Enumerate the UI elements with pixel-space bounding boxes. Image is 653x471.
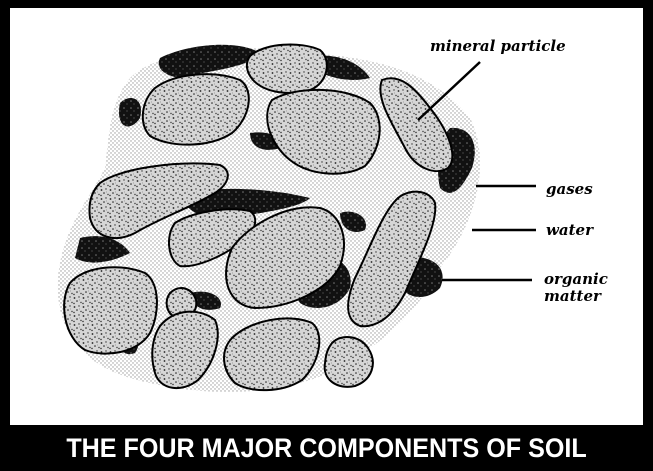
- diagram-title: THE FOUR MAJOR COMPONENTS OF SOIL: [23, 425, 630, 471]
- mineral-particle: [247, 44, 327, 92]
- soil-diagram: [10, 8, 643, 425]
- label-organic-matter: organic matter: [544, 271, 634, 305]
- diagram-panel: mineral particle gases water organic mat…: [10, 8, 643, 425]
- label-mineral-particle: mineral particle: [430, 38, 566, 55]
- label-water: water: [546, 222, 593, 239]
- mineral-particle: [64, 267, 157, 353]
- label-gases: gases: [546, 181, 593, 198]
- mineral-particle: [325, 337, 373, 387]
